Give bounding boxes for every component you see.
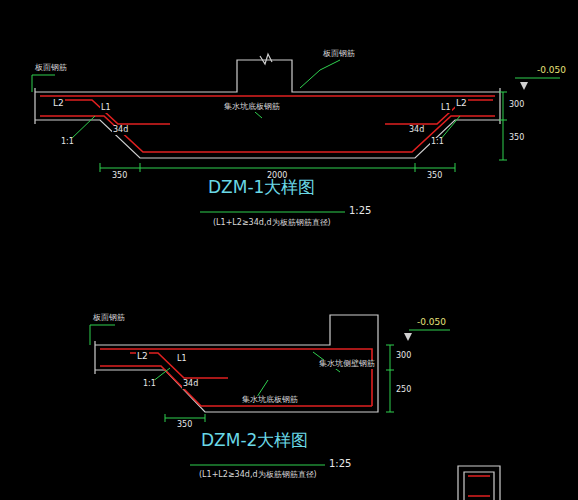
elevation-mark: -0.050 <box>536 66 567 76</box>
length-mark: 34d <box>182 380 199 389</box>
dimension: 350 <box>176 421 193 430</box>
length-mark: L1 <box>100 104 112 113</box>
dimension: 350 <box>111 172 128 181</box>
length-mark: L2 <box>455 99 468 109</box>
scale-mark: 1:25 <box>348 205 372 216</box>
length-mark: L1 <box>440 104 452 113</box>
detail-note: (L1+L2≥34d,d为板筋钢筋直径) <box>212 219 332 228</box>
slope-mark: 1:1 <box>430 138 445 147</box>
rebar-callout: 集水坑底板钢筋 <box>241 396 299 405</box>
length-mark: 34d <box>408 126 425 135</box>
length-mark: 34d <box>112 126 129 135</box>
detail-note: (L1+L2≥34d,d为板筋钢筋直径) <box>198 471 318 480</box>
rebar-callout: 板面钢筋 <box>34 64 68 73</box>
rebar-callout: 集水坑侧壁钢筋 <box>318 360 376 369</box>
detail-title: DZM-2大样图 <box>200 431 309 450</box>
detail-title: DZM-1大样图 <box>207 178 316 197</box>
length-mark: L2 <box>52 99 65 109</box>
length-mark: L2 <box>136 352 149 362</box>
rebar-callout: 板面钢筋 <box>92 314 126 323</box>
rebar-callout: 集水坑底板钢筋 <box>223 103 281 112</box>
elevation-mark: -0.050 <box>416 318 447 328</box>
dimension: 300 <box>395 352 412 361</box>
slope-mark: 1:1 <box>142 380 157 389</box>
dimension: 250 <box>395 386 412 395</box>
dimension: 350 <box>508 134 525 143</box>
rebar-callout: 板面钢筋 <box>322 50 356 59</box>
dimension: 350 <box>426 172 443 181</box>
length-mark: L1 <box>176 355 188 364</box>
slope-mark: 1:1 <box>60 138 75 147</box>
dimension: 300 <box>508 101 525 110</box>
scale-mark: 1:25 <box>328 458 352 469</box>
